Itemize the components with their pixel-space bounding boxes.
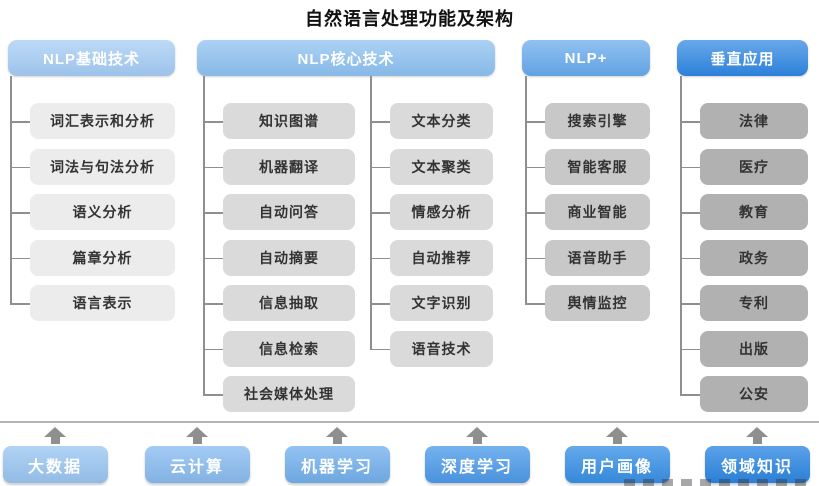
up-arrow-icon [466, 427, 488, 437]
page-title: 自然语言处理功能及架构 [305, 9, 514, 29]
column-3: 垂直应用法律医疗教育政务专利出版公安 [677, 40, 808, 422]
tree-node: 语音助手 [525, 239, 650, 276]
tree-node: 教育 [680, 194, 808, 230]
node-list: 搜索引擎智能客服商业智能语音助手舆情监控 [525, 76, 650, 331]
column-2: NLP+搜索引擎智能客服商业智能语音助手舆情监控 [522, 40, 650, 331]
up-arrow-stem [612, 437, 622, 444]
column-header: NLP基础技术 [8, 40, 175, 76]
tree-node: 自动摘要 [203, 239, 355, 276]
node-list: 知识图谱机器翻译自动问答自动摘要信息抽取信息检索社会媒体处理 [203, 76, 355, 422]
up-arrow-stem [332, 437, 342, 444]
foundation-1: 云计算 [144, 427, 250, 483]
foundation-box: 用户画像 [564, 446, 670, 483]
tree-node: 情感分析 [370, 194, 493, 230]
foundation-3: 深度学习 [424, 427, 530, 483]
up-arrow-icon [326, 427, 348, 437]
up-arrow-icon [746, 427, 768, 437]
tree-node: 语言表示 [10, 285, 175, 321]
tree-node: 文本分类 [370, 103, 493, 139]
tree-node: 词汇表示和分析 [10, 103, 175, 139]
connector-trunk [680, 76, 682, 394]
foundation-box: 机器学习 [284, 446, 390, 483]
tree-node: 商业智能 [525, 194, 650, 230]
foundation-box: 大数据 [2, 446, 108, 483]
column-header: 垂直应用 [677, 40, 808, 76]
tree-node: 文字识别 [370, 285, 493, 321]
up-arrow-icon [186, 427, 208, 437]
node-list: 词汇表示和分析词法与句法分析语义分析篇章分析语言表示 [10, 76, 175, 331]
up-arrow-icon [606, 427, 628, 437]
tree-node: 医疗 [680, 148, 808, 185]
up-arrow-stem [752, 437, 762, 444]
column-0: NLP基础技术词汇表示和分析词法与句法分析语义分析篇章分析语言表示 [8, 40, 175, 331]
tree-node: 信息抽取 [203, 285, 355, 321]
foundation-0: 大数据 [2, 427, 108, 483]
tree-node: 语义分析 [10, 194, 175, 230]
tree-node: 出版 [680, 330, 808, 367]
foundation-box: 云计算 [144, 446, 250, 483]
foundation-box: 深度学习 [424, 446, 530, 483]
tree-node: 词法与句法分析 [10, 148, 175, 185]
connector-trunk [10, 76, 12, 303]
tree-node: 专利 [680, 285, 808, 321]
tree-node: 公安 [680, 376, 808, 412]
column-1: NLP核心技术知识图谱机器翻译自动问答自动摘要信息抽取信息检索社会媒体处理文本分… [197, 40, 495, 422]
foundation-2: 机器学习 [284, 427, 390, 483]
tree-node: 社会媒体处理 [203, 376, 355, 412]
tree-node: 搜索引擎 [525, 103, 650, 139]
tree-node: 舆情监控 [525, 285, 650, 321]
foundation-divider-line [0, 421, 819, 423]
up-arrow-stem [472, 437, 482, 444]
tree-node: 自动推荐 [370, 239, 493, 276]
node-list: 文本分类文本聚类情感分析自动推荐文字识别语音技术 [370, 76, 493, 376]
up-arrow-icon [44, 427, 66, 437]
foundation-5: 领域知识 [704, 427, 810, 483]
tree-node: 知识图谱 [203, 103, 355, 139]
up-arrow-stem [192, 437, 202, 444]
watermark-remnant [624, 479, 809, 486]
column-header: NLP+ [522, 40, 650, 76]
tree-node: 政务 [680, 239, 808, 276]
tree-node: 自动问答 [203, 194, 355, 230]
foundation-box: 领域知识 [704, 446, 810, 483]
tree-node: 信息检索 [203, 330, 355, 367]
node-list: 法律医疗教育政务专利出版公安 [680, 76, 808, 422]
tree-node: 篇章分析 [10, 239, 175, 276]
column-header: NLP核心技术 [197, 40, 495, 76]
foundation-4: 用户画像 [564, 427, 670, 483]
tree-node: 法律 [680, 103, 808, 139]
tree-node: 智能客服 [525, 148, 650, 185]
tree-node: 文本聚类 [370, 148, 493, 185]
tree-node: 机器翻译 [203, 148, 355, 185]
connector-trunk [525, 76, 527, 303]
connector-trunk [203, 76, 205, 394]
tree-node: 语音技术 [370, 330, 493, 367]
up-arrow-stem [50, 437, 60, 444]
